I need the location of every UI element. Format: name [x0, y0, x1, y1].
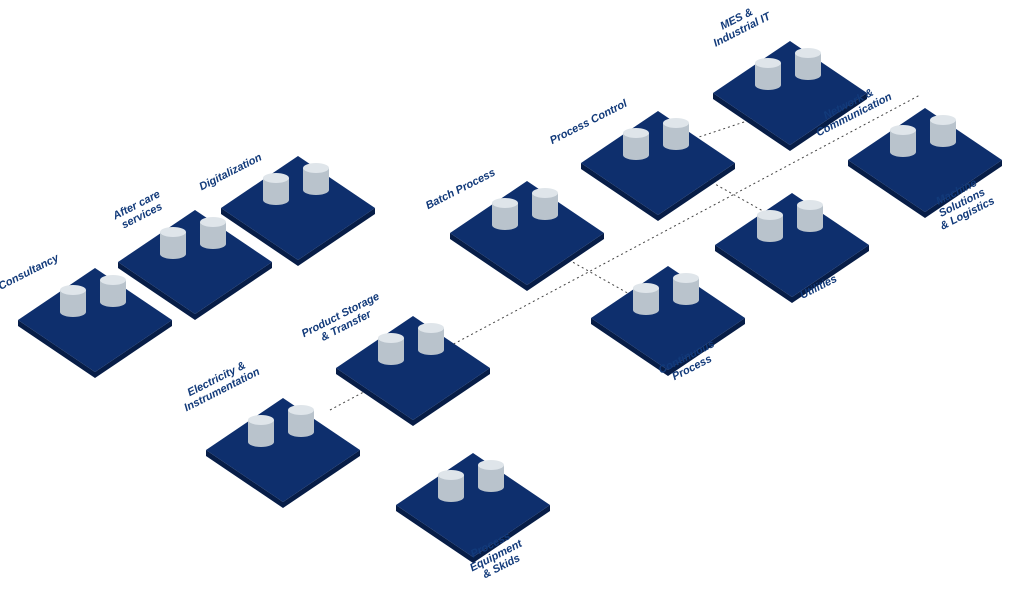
- label-mes: MES &Industrial IT: [706, 0, 774, 50]
- tile-continuous[interactable]: [591, 266, 745, 376]
- tile-consultancy[interactable]: [18, 268, 172, 378]
- tile-process-control[interactable]: [581, 111, 735, 221]
- tile-mes[interactable]: [713, 41, 867, 151]
- equipment-icon: [100, 275, 126, 307]
- equipment-icon: [623, 128, 649, 160]
- tile-surface: [715, 193, 869, 297]
- mes-connector: [689, 109, 781, 141]
- label-line: Batch Process: [424, 167, 498, 212]
- equipment-icon: [478, 460, 504, 492]
- tile-network[interactable]: [848, 108, 1002, 218]
- tile-surface: [450, 181, 604, 285]
- equipment-icon: [633, 283, 659, 315]
- equipment-icon: [200, 217, 226, 249]
- tile-surface: [221, 156, 375, 260]
- tile-digitalization[interactable]: [221, 156, 375, 266]
- label-consultancy: Consultancy: [0, 252, 62, 293]
- tile-electricity[interactable]: [206, 398, 360, 508]
- equipment-icon: [418, 323, 444, 355]
- label-product-storage: Product Storage& Transfer: [300, 291, 387, 351]
- label-line: Consultancy: [0, 252, 62, 293]
- tile-surface: [206, 398, 360, 502]
- equipment-icon: [248, 415, 274, 447]
- tile-utilities[interactable]: [715, 193, 869, 303]
- batch-connector: [559, 254, 641, 301]
- equipment-icon: [438, 470, 464, 502]
- tile-surface: [713, 41, 867, 145]
- equipment-icon: [378, 333, 404, 365]
- equipment-icon: [795, 48, 821, 80]
- equipment-icon: [303, 163, 329, 195]
- equipment-icon: [757, 210, 783, 242]
- tile-surface: [118, 210, 272, 314]
- tile-surface: [396, 453, 550, 557]
- equipment-icon: [890, 125, 916, 157]
- tile-after-care[interactable]: [118, 210, 272, 320]
- equipment-icon: [673, 273, 699, 305]
- equipment-icon: [930, 115, 956, 147]
- equipment-icon: [492, 198, 518, 230]
- label-machine: MachineSolutions& Logistics: [927, 174, 996, 233]
- equipment-icon: [663, 118, 689, 150]
- label-after-care: After careservices: [110, 188, 168, 233]
- equipment-icon: [532, 188, 558, 220]
- label-electricity: Electricity &Instrumentation: [177, 355, 262, 414]
- tile-surface: [591, 266, 745, 370]
- equipment-icon: [263, 173, 289, 205]
- tile-surface: [18, 268, 172, 372]
- tile-process-equipment[interactable]: [396, 453, 550, 563]
- tile-surface: [848, 108, 1002, 212]
- tile-surface: [581, 111, 735, 215]
- tile-surface: [336, 316, 490, 420]
- equipment-icon: [288, 405, 314, 437]
- label-batch-process: Batch Process: [424, 167, 498, 212]
- equipment-icon: [60, 285, 86, 317]
- tile-product-storage[interactable]: [336, 316, 490, 426]
- tile-batch-process[interactable]: [450, 181, 604, 291]
- equipment-icon: [160, 227, 186, 259]
- equipment-icon: [797, 200, 823, 232]
- equipment-icon: [755, 58, 781, 90]
